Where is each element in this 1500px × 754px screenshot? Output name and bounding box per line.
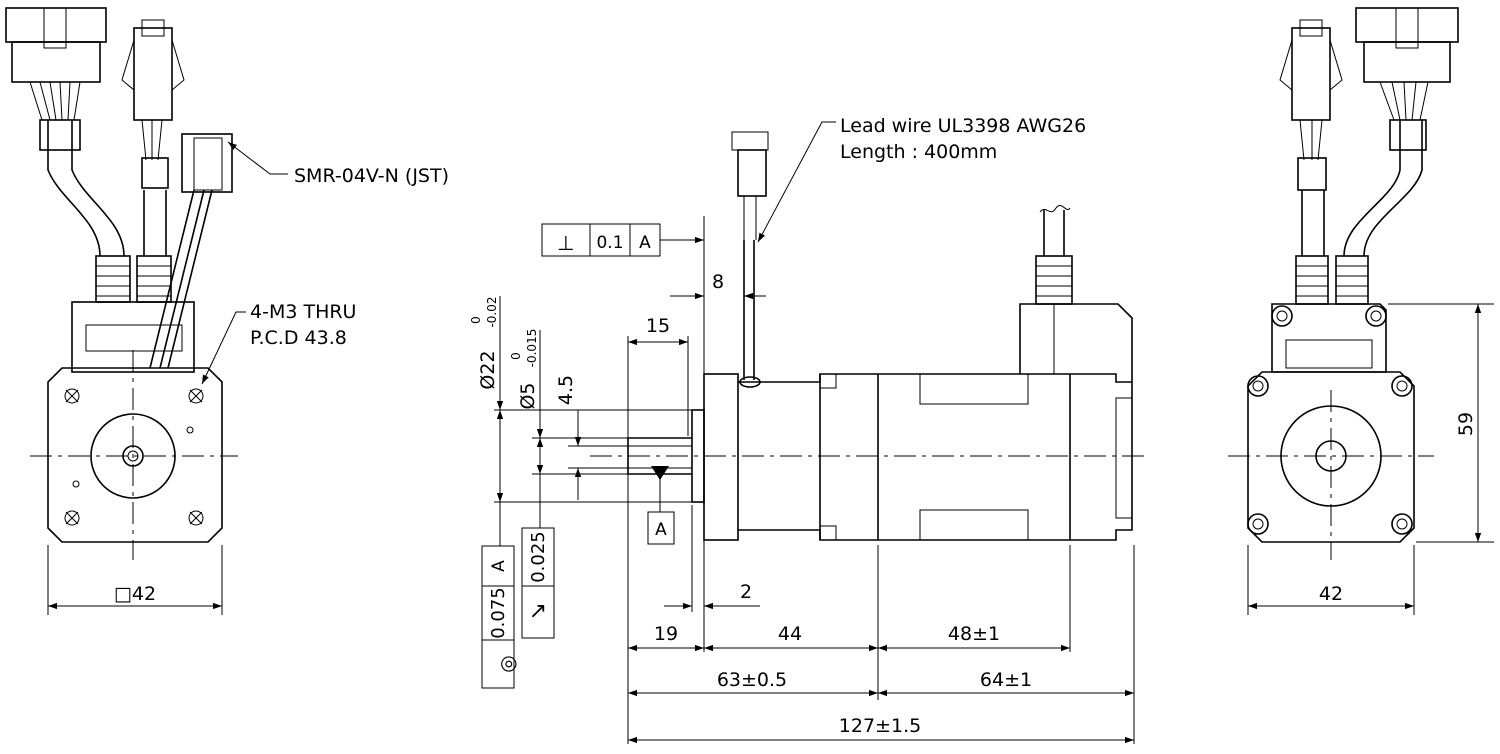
side-flange [703,373,739,541]
pilot-length-dim: 2 [740,581,752,603]
perpendicularity-datum: A [639,233,651,253]
pilot-diameter-dim: Ø22 [477,350,499,389]
side-encoder-housing [1019,303,1133,382]
shaft-tol-lower: -0.015 [525,329,539,368]
front-total-dim: 63±0.5 [717,669,787,691]
rear-encoder-housing [1271,303,1387,373]
side-height-dim: 59 [1455,412,1477,436]
rear-view [1228,7,1494,615]
pilot-tol-upper: 0 [469,316,483,324]
side-lead-wire [743,240,755,380]
runout-value: 0.025 [528,531,549,583]
body-44-dim: 44 [778,623,802,645]
flange-square-dim: □42 [114,583,156,605]
body-48-dim: 48±1 [948,623,1000,645]
front-label-plate [85,324,183,352]
concentricity-symbol: ◎ [495,655,519,672]
runout-symbol: ↗ [529,599,547,624]
front-connectors [5,7,233,193]
perpendicularity-value: 0.1 [596,233,623,253]
lead-wire-callout-2: Length : 400mm [840,141,997,163]
pilot-tol-lower: -0.02 [485,296,499,327]
mount-holes-callout-2: P.C.D 43.8 [250,327,347,349]
mount-holes-callout-1: 4-M3 THRU [250,301,356,323]
side-width-dim: 42 [1319,583,1343,605]
shaft-diameter-dim: Ø5 [517,382,539,409]
front-flange-outline [47,367,223,543]
rear-screws [1247,305,1413,535]
flat-length-dim: 15 [646,315,670,337]
front-mount-holes [64,388,204,526]
side-view [481,121,1148,744]
annotations: SMR-04V-N (JST) 4-M3 THRU P.C.D 43.8 Lea… [114,115,1477,737]
connector-callout: SMR-04V-N (JST) [294,165,449,187]
concentricity-value: 0.075 [488,587,509,639]
side-motor-body [738,373,1133,541]
lead-wire-callout-1: Lead wire UL3398 AWG26 [840,115,1086,137]
perpendicularity-symbol: ⊥ [557,231,574,255]
front-view [5,7,288,615]
lead-offset-dim: 8 [712,271,724,293]
shaft-tol-upper: 0 [509,352,523,360]
datum-label: A [655,520,667,540]
flat-depth-dim: 4.5 [555,375,577,405]
concentricity-datum: A [489,560,509,572]
overall-length-dim: 127±1.5 [839,715,921,737]
shaft-length-dim: 19 [654,623,678,645]
rear-total-dim: 64±1 [980,669,1032,691]
front-cable-collars [95,255,172,303]
